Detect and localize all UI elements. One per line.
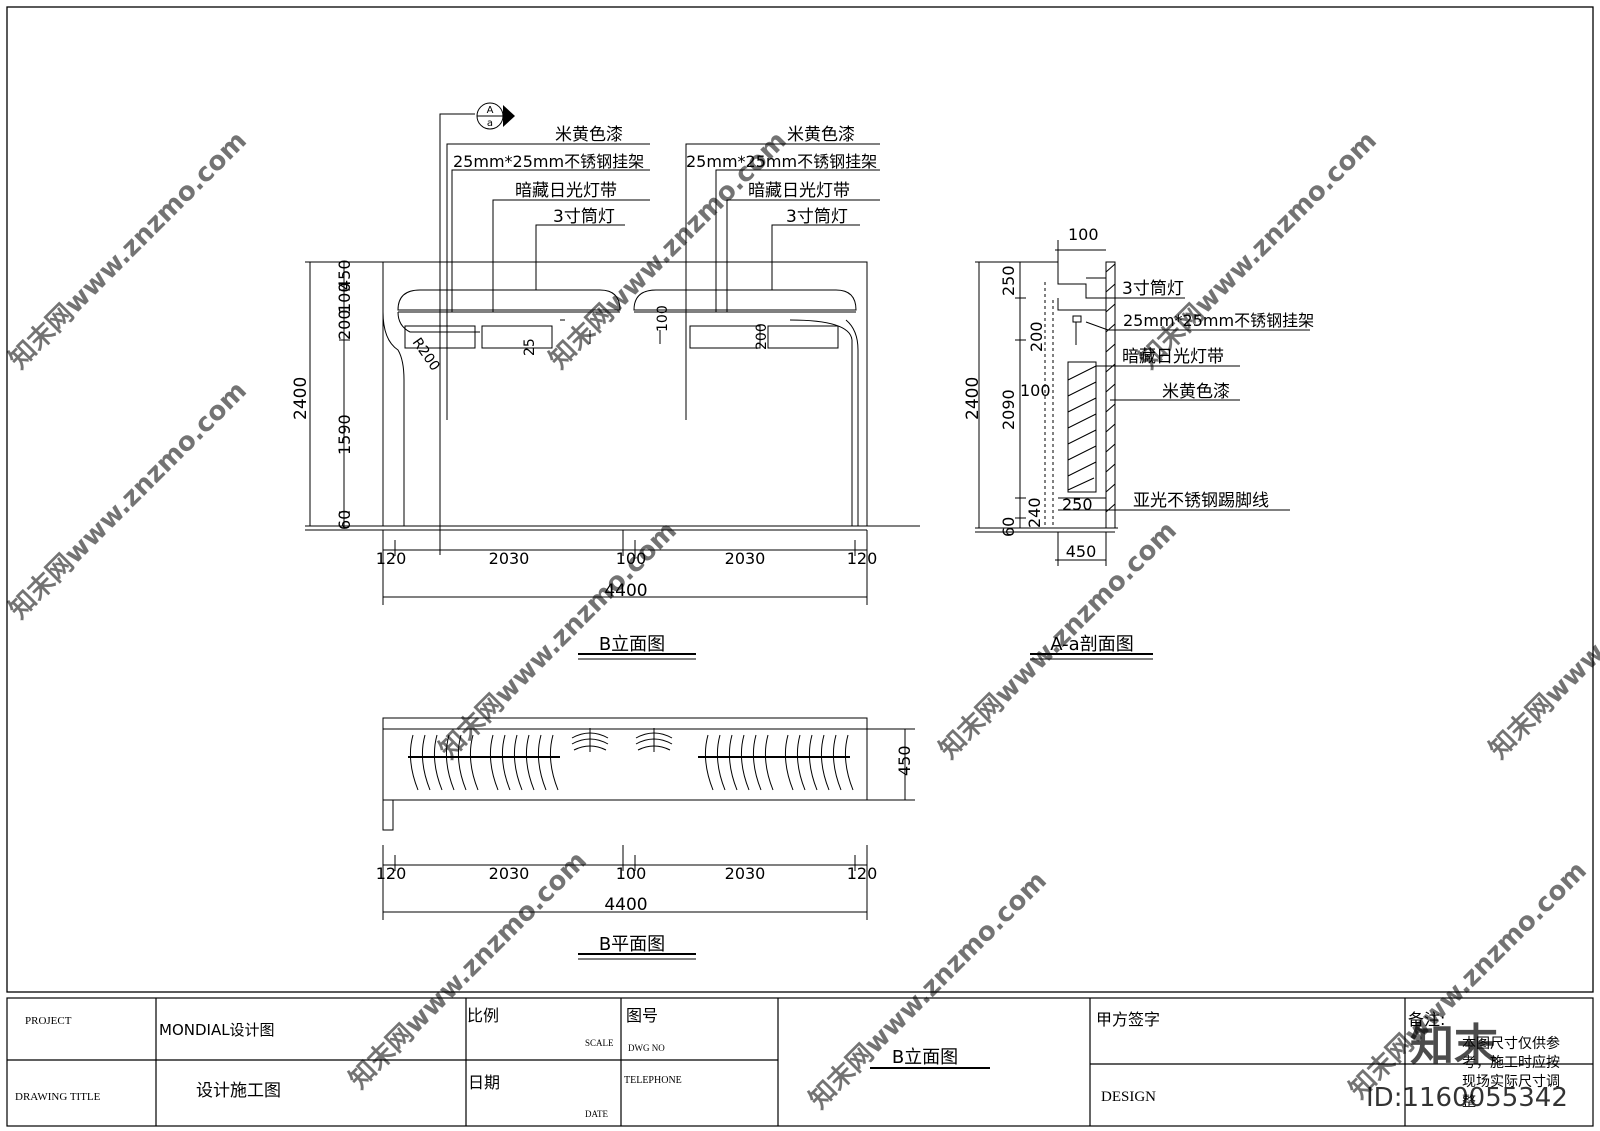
elev-vdim-60: 60 (335, 510, 354, 530)
plan-hangers-center (571, 728, 673, 752)
section-bottom-dim: 450 (1066, 542, 1097, 561)
watermark-logo: 知末 (1410, 1020, 1498, 1071)
project-value: MONDIAL设计图 (159, 1021, 275, 1039)
watermark-text: 知末网www.znzmo.com (1484, 516, 1600, 765)
drawing-no-label: 图号 (626, 1006, 658, 1025)
section-vdim-2090: 2090 (999, 389, 1018, 430)
plan-hangers-right (704, 734, 854, 791)
elev-title: B立面图 (599, 634, 665, 655)
telephone-label: TELEPHONE (624, 1075, 682, 1086)
elev-left-label-paint: 米黄色漆 (555, 125, 623, 145)
elev-left-label-rack: 25mm*25mm不锈钢挂架 (453, 152, 644, 171)
remarks-line-2: 考，施工时应按 (1462, 1054, 1560, 1071)
plan-title: B平面图 (599, 934, 665, 955)
section-label-rack: 25mm*25mm不锈钢挂架 (1123, 311, 1314, 330)
elev-radius-label: R200 (409, 335, 443, 374)
plan-hangers-left (409, 734, 559, 791)
section-vdim-60: 60 (999, 517, 1018, 537)
elev-hdim-100: 100 (616, 549, 647, 568)
watermark-text: 知末网www.znzmo.com (4, 376, 253, 625)
section-label-lightstrip: 暗藏日光灯带 (1122, 347, 1224, 367)
section-inner-dim-250: 250 (1062, 495, 1093, 514)
elev-total-height: 2400 (291, 377, 311, 420)
plan-hdim-2030-left: 2030 (489, 864, 530, 883)
elev-right-label-downlight: 3寸筒灯 (786, 207, 848, 227)
elev-vdim-1590: 1590 (335, 414, 354, 455)
remarks-line-1: 本图尺寸仅供参 (1462, 1035, 1560, 1052)
elev-vdim-450: 450 (335, 259, 354, 290)
design-label: DESIGN (1101, 1089, 1156, 1105)
section-title: A-a剖面图 (1050, 634, 1133, 655)
elev-hdim-2030-right: 2030 (725, 549, 766, 568)
b-plan (382, 717, 915, 960)
remarks-label: 备注: (1408, 1010, 1445, 1029)
remarks-line-3: 现场实际尺寸调 (1462, 1074, 1560, 1090)
elev-hdim-120-left: 120 (376, 549, 407, 568)
drawing-no-sub: DWG NO (628, 1043, 665, 1053)
section-inner-dim-100: 100 (1020, 381, 1051, 400)
plan-hdim-2030-right: 2030 (725, 864, 766, 883)
elev-right-label-paint: 米黄色漆 (787, 125, 855, 145)
watermark-layer: 知末网www.znzmo.com 知末网www.znzmo.com 知末网www… (4, 126, 1600, 1115)
plan-side-dim: 450 (895, 745, 914, 776)
watermark-text: 知末网www.znzmo.com (4, 126, 253, 375)
section-label-downlight: 3寸筒灯 (1122, 279, 1184, 299)
section-top-dim: 100 (1068, 225, 1099, 244)
sheet-title: B立面图 (892, 1047, 958, 1068)
section-callout: A a (476, 102, 515, 130)
elev-inner-dim-100: 100 (655, 305, 671, 332)
scale-label: 比例 (467, 1006, 499, 1025)
elev-left-label-downlight: 3寸筒灯 (553, 207, 615, 227)
drawing-title-label: DRAWING TITLE (15, 1091, 101, 1103)
section-vdim-200: 200 (1027, 321, 1046, 352)
plan-total-width: 4400 (604, 895, 647, 915)
elev-hdim-120-right: 120 (847, 549, 878, 568)
elev-vdim-100: 100 (335, 282, 354, 313)
section-total-height: 2400 (963, 377, 983, 420)
date-label: 日期 (468, 1073, 500, 1092)
section-label-skirting: 亚光不锈钢踢脚线 (1133, 491, 1269, 511)
callout-bottom: a (487, 118, 493, 129)
callout-top: A (487, 105, 494, 116)
elev-left-label-lightstrip: 暗藏日光灯带 (515, 181, 617, 201)
section-vdim-250: 250 (999, 265, 1018, 296)
plan-hdim-120-right: 120 (847, 864, 878, 883)
elev-vdim-200: 200 (335, 309, 354, 340)
section-label-paint: 米黄色漆 (1162, 382, 1230, 402)
project-label: PROJECT (25, 1015, 72, 1027)
elev-hdim-2030-left: 2030 (489, 549, 530, 568)
title-block (6, 997, 1594, 1127)
b-elevation (305, 113, 920, 660)
elev-inner-dim-25: 25 (522, 338, 538, 356)
watermark-text: 知末网www.znzmo.com (804, 866, 1053, 1115)
date-sub: DATE (585, 1109, 608, 1119)
section-vdim-240: 240 (1025, 497, 1044, 528)
watermark-text: 知末网www.znzmo.com (1134, 126, 1383, 375)
elev-right-label-lightstrip: 暗藏日光灯带 (748, 181, 850, 201)
client-sign-label: 甲方签字 (1096, 1010, 1160, 1029)
elev-inner-dim-200: 200 (754, 323, 770, 350)
watermark-id: ID:1160055342 (1366, 1083, 1568, 1113)
section-drawing (975, 240, 1310, 660)
watermark-text: 知末网www.znzmo.com (344, 846, 593, 1095)
drawing-title-value: 设计施工图 (196, 1081, 281, 1101)
elev-total-width: 4400 (604, 581, 647, 601)
remarks-line-4: 整 (1462, 1094, 1476, 1110)
plan-hdim-120-left: 120 (376, 864, 407, 883)
sheet-border (6, 6, 1594, 993)
scale-sub: SCALE (585, 1038, 614, 1048)
elev-right-label-rack: 25mm*25mm不锈钢挂架 (686, 152, 877, 171)
plan-hdim-100: 100 (616, 864, 647, 883)
